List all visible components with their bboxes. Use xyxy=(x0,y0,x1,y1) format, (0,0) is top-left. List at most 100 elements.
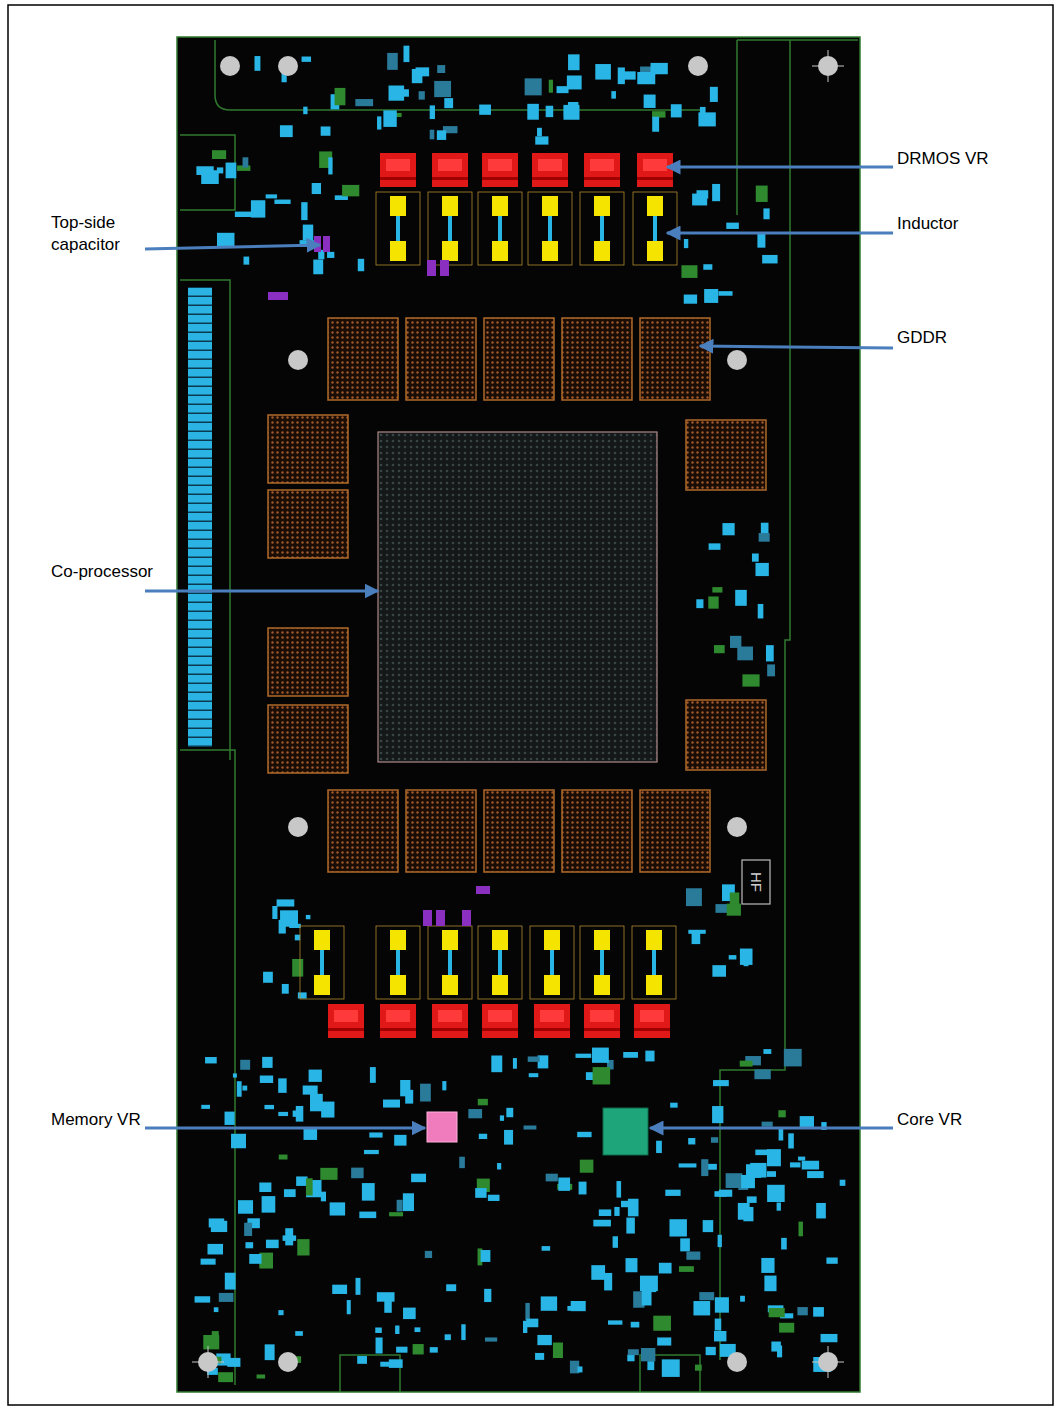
smd-component xyxy=(420,1084,431,1102)
smd-component xyxy=(712,587,722,592)
inductor xyxy=(530,926,574,999)
drmos-chip xyxy=(328,1004,364,1038)
smd-component xyxy=(295,935,300,941)
smd-component xyxy=(430,105,435,119)
smd-component xyxy=(741,1175,755,1188)
smd-component xyxy=(769,1308,785,1317)
smd-component xyxy=(306,1178,313,1195)
smd-component xyxy=(697,190,709,198)
smd-component xyxy=(528,1056,540,1061)
smd-component xyxy=(310,1094,323,1111)
smd-component xyxy=(613,1236,618,1248)
gddr-chip xyxy=(484,790,554,872)
drmos-chip xyxy=(584,153,620,187)
smd-component xyxy=(303,107,307,115)
smd-component xyxy=(478,1099,488,1105)
smd-component xyxy=(369,1132,382,1137)
smd-component xyxy=(226,163,237,179)
smd-component xyxy=(330,1202,345,1215)
smd-component xyxy=(790,1162,800,1167)
hole-crosshairs xyxy=(192,50,844,1378)
smd-component xyxy=(593,1220,611,1227)
smd-component xyxy=(527,104,539,120)
smd-component xyxy=(380,1362,396,1367)
smd-component xyxy=(244,1223,252,1236)
smd-component xyxy=(262,1057,272,1068)
drmos-chip xyxy=(432,153,468,187)
smd-component xyxy=(280,125,293,137)
inductor xyxy=(632,926,676,999)
smd-component xyxy=(225,1112,235,1125)
smd-component xyxy=(621,1201,636,1207)
smd-component xyxy=(684,239,688,248)
callout-label: Memory VR xyxy=(51,1109,141,1131)
smd-component xyxy=(284,1189,296,1197)
smd-component xyxy=(799,1222,803,1237)
smd-component xyxy=(684,295,697,304)
drmos-chip xyxy=(637,153,673,187)
drmos-chip xyxy=(482,153,518,187)
inductor-row xyxy=(300,926,676,999)
drmos-row xyxy=(380,153,673,187)
smd-component xyxy=(738,1203,750,1220)
smd-component xyxy=(686,1252,700,1260)
smd-component xyxy=(231,1134,246,1148)
smd-component xyxy=(781,1238,787,1250)
smd-component xyxy=(631,1322,640,1328)
inductor xyxy=(528,192,572,265)
smd-component xyxy=(358,259,364,271)
gddr-chip xyxy=(406,318,476,400)
smd-component xyxy=(328,157,332,174)
smd-component xyxy=(243,157,249,167)
smd-component xyxy=(280,910,298,926)
smd-component xyxy=(254,56,260,71)
smd-component xyxy=(712,965,726,977)
smd-component xyxy=(283,1235,297,1240)
smd-component xyxy=(807,1171,824,1178)
smd-component xyxy=(245,1242,253,1248)
smd-component xyxy=(611,91,616,99)
smd-component xyxy=(593,1067,611,1084)
smd-component xyxy=(608,1320,622,1324)
smd-component xyxy=(259,1182,271,1192)
inductor xyxy=(633,192,677,265)
smd-component xyxy=(763,1049,771,1054)
smd-component xyxy=(756,186,768,202)
gddr-chip xyxy=(328,318,398,400)
smd-component xyxy=(577,1132,591,1137)
smd-component xyxy=(396,1347,407,1353)
smd-component xyxy=(364,1150,379,1154)
smd-component xyxy=(383,1100,400,1108)
smd-component xyxy=(244,257,250,265)
smd-component xyxy=(397,1200,403,1212)
smd-component xyxy=(233,1073,237,1077)
smd-component xyxy=(693,1301,710,1315)
smd-component xyxy=(332,1285,347,1294)
smd-component xyxy=(526,1319,538,1328)
smd-component xyxy=(699,1292,714,1300)
smd-component xyxy=(504,1130,513,1145)
smd-component xyxy=(549,80,553,93)
smd-component xyxy=(696,599,703,608)
smd-component xyxy=(485,1337,497,1341)
smd-component xyxy=(201,1105,210,1109)
smd-component xyxy=(529,1073,539,1077)
smd-component xyxy=(758,604,764,619)
smd-component xyxy=(715,1319,722,1331)
smd-component xyxy=(652,117,659,132)
smd-component xyxy=(219,1293,234,1302)
smd-component xyxy=(840,1180,846,1186)
smd-component xyxy=(312,183,321,194)
smd-component xyxy=(627,1355,634,1362)
smd-component xyxy=(747,1196,757,1203)
smd-component xyxy=(430,130,435,140)
gddr-chip xyxy=(640,318,710,400)
smd-component xyxy=(740,949,753,965)
smd-component xyxy=(327,252,334,258)
smd-component xyxy=(568,54,580,70)
smd-component xyxy=(688,1138,695,1144)
smd-component xyxy=(616,1181,621,1198)
inductor xyxy=(300,926,344,999)
smd-component xyxy=(764,1276,776,1292)
smd-component xyxy=(653,1316,671,1331)
